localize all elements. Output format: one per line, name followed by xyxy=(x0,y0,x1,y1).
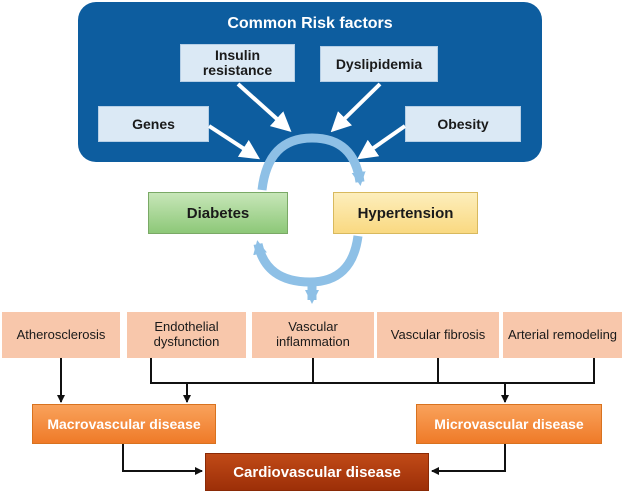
factor-obesity: Obesity xyxy=(405,106,521,142)
atherosclerosis-label: Atherosclerosis xyxy=(16,326,106,342)
factor-dyslipidemia-label: Dyslipidemia xyxy=(335,55,423,72)
hypertension-box: Hypertension xyxy=(333,192,478,234)
mechanism-remodeling: Arterial remodeling xyxy=(503,312,622,358)
mechanism-inflammation: Vascular inflammation xyxy=(252,312,374,358)
microvascular-label: Microvascular disease xyxy=(434,416,584,432)
factor-insulin-resistance: Insulin resistance xyxy=(180,44,295,82)
inflammation-label: Vascular inflammation xyxy=(276,319,350,349)
risk-factors-title: Common Risk factors xyxy=(227,15,393,32)
cardiovascular-disease-box: Cardiovascular disease xyxy=(205,453,429,491)
factor-insulin-label: Insulin resistance xyxy=(202,47,273,78)
mechanism-atherosclerosis: Atherosclerosis xyxy=(2,312,120,358)
mechanism-endothelial: Endothelial dysfunction xyxy=(127,312,246,358)
cycle-arc-bottom xyxy=(253,235,363,287)
arrow-insulin xyxy=(236,82,292,133)
factor-genes: Genes xyxy=(98,106,209,142)
hypertension-label: Hypertension xyxy=(357,204,454,222)
macrovascular-disease-box: Macrovascular disease xyxy=(32,404,216,444)
mechanism-fibrosis: Vascular fibrosis xyxy=(377,312,499,358)
endothelial-label: Endothelial dysfunction xyxy=(153,319,220,349)
fibrosis-label: Vascular fibrosis xyxy=(390,326,486,342)
factor-dyslipidemia: Dyslipidemia xyxy=(320,46,438,82)
bus-line xyxy=(150,358,595,384)
cardiovascular-label: Cardiovascular disease xyxy=(233,463,401,481)
macrovascular-label: Macrovascular disease xyxy=(47,416,201,432)
diabetes-box: Diabetes xyxy=(148,192,288,234)
arrow-dyslipidemia xyxy=(330,82,382,133)
arrow-genes xyxy=(207,124,261,160)
factor-genes-label: Genes xyxy=(132,115,175,132)
factor-obesity-label: Obesity xyxy=(437,115,489,132)
diabetes-label: Diabetes xyxy=(186,204,250,222)
remodeling-label: Arterial remodeling xyxy=(507,326,618,342)
line-macro-cardio xyxy=(122,444,203,475)
arrow-obesity xyxy=(357,124,407,160)
microvascular-disease-box: Microvascular disease xyxy=(416,404,602,444)
line-micro-cardio xyxy=(431,444,506,475)
cycle-arc-top xyxy=(257,133,366,191)
